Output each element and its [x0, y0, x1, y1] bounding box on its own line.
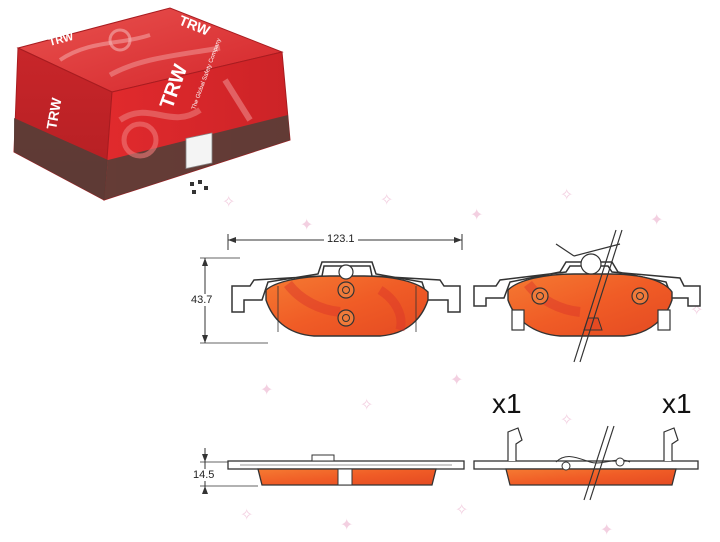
width-dimension-label: 123.1	[324, 233, 358, 245]
quantity-label-left: x1	[492, 388, 522, 419]
pad-front-view	[200, 234, 463, 344]
pad-side-view-left	[200, 448, 465, 494]
qr-code-icon	[185, 132, 213, 194]
thickness-dimension-label: 14.5	[193, 469, 215, 481]
trw-box-illustration: TRW TRW TRW TRW The Global Safety Compan…	[13, 7, 291, 201]
pad-side-view-right	[473, 425, 699, 501]
pad-back-view	[473, 229, 701, 363]
height-dimension-label: 43.7	[191, 294, 213, 306]
quantity-label-right: x1	[662, 388, 692, 419]
svg-text:TRW: TRW	[43, 96, 64, 131]
